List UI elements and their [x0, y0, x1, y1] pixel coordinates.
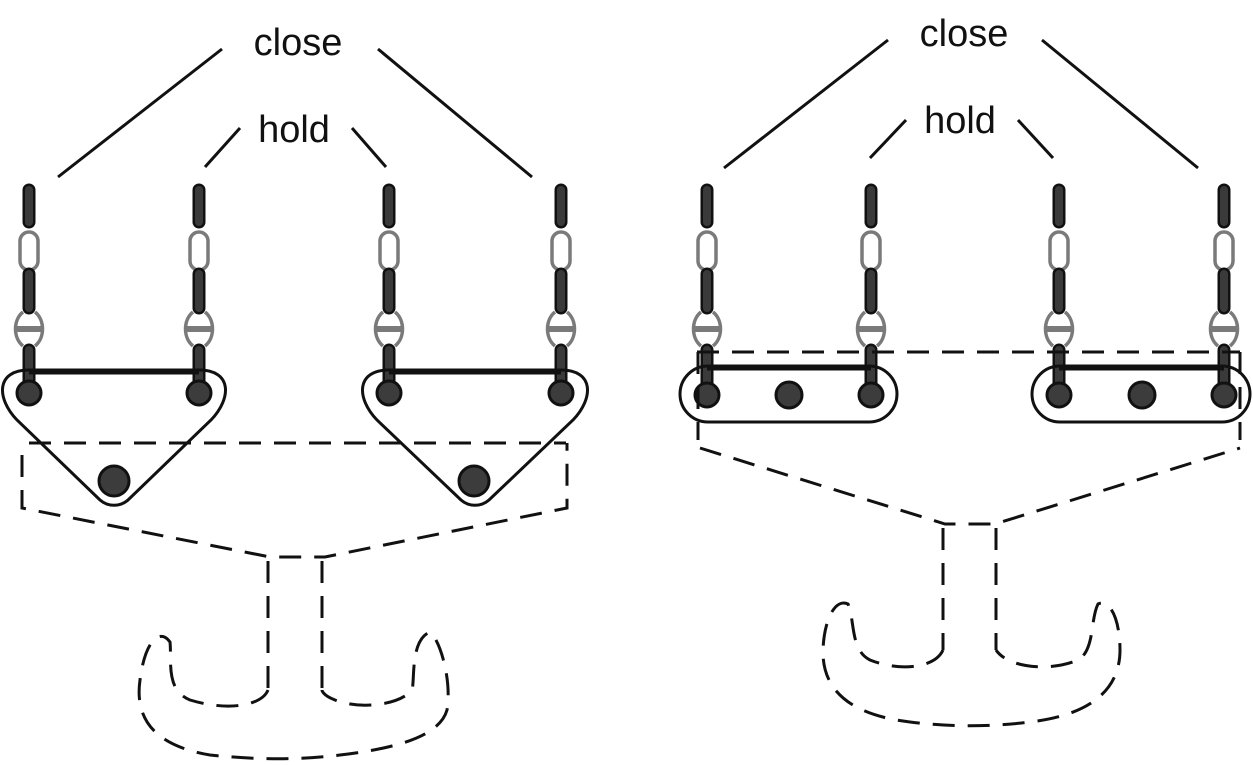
left-pins: [15, 379, 575, 498]
right-chains: [692, 190, 1239, 393]
right-beams: [678, 364, 1252, 424]
left-assembly: close hold: [1, 22, 589, 761]
right-assembly: close hold: [678, 13, 1252, 728]
left-chains: [14, 190, 576, 393]
right-bucket-outline: [696, 350, 1242, 728]
left-yokes: [1, 368, 589, 507]
left-leader-lines: [57, 47, 533, 179]
right-leader-lines: [723, 38, 1199, 170]
right-close-label: close: [920, 13, 1009, 55]
left-bucket-outline: [20, 441, 569, 761]
left-hold-label: hold: [258, 109, 330, 151]
right-pins: [693, 380, 1238, 410]
right-hold-label: hold: [924, 100, 996, 142]
left-close-label: close: [254, 22, 343, 64]
